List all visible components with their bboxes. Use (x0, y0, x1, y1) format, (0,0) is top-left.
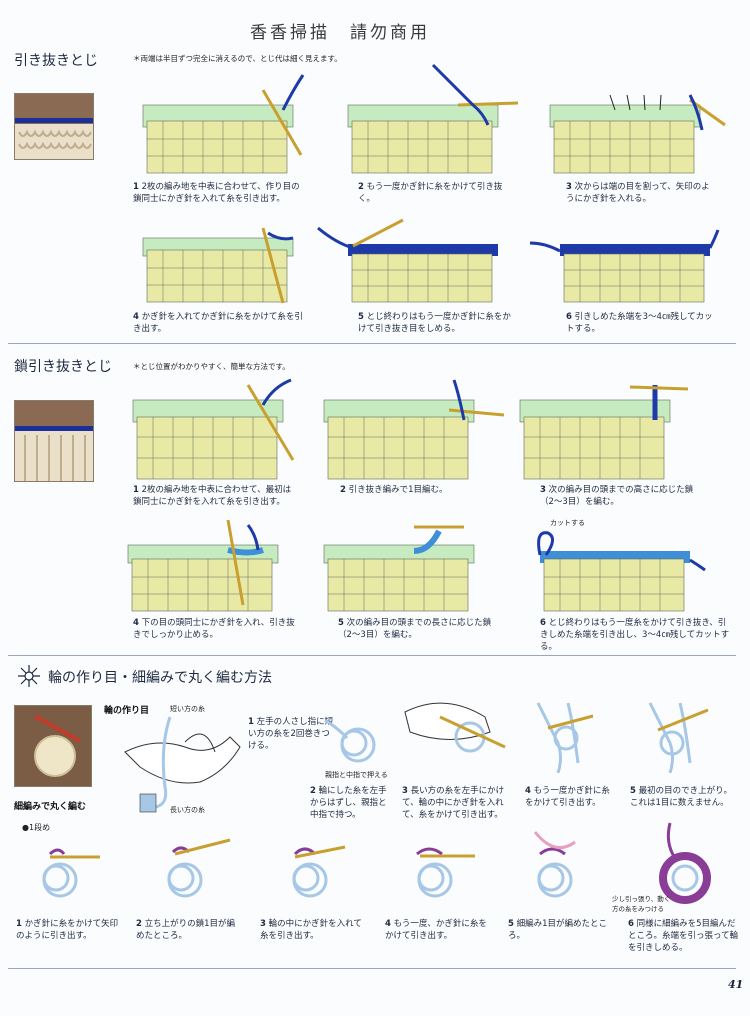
ring-step2-diagram (324, 718, 376, 763)
section2-step1-caption: 1 2枚の編み地を中表に合わせて、最初は鎖同士にかぎ針を入れて糸を引き出す。 (133, 485, 292, 507)
crochet-hook-icon (261, 227, 285, 304)
section2-step2-diagram (323, 379, 505, 480)
crochet-hook-icon (261, 89, 303, 156)
long-end-label: 長い方の糸 (170, 806, 205, 814)
section3-title: 輪の作り目・細編みで丸く編む方法 (48, 670, 272, 686)
section1-step6-diagram (529, 229, 720, 303)
pull-label: 少し引っ張り、動く方の糸をみつける (612, 895, 671, 913)
section2-step1-diagram (132, 378, 295, 480)
ring-heading: 輪の作り目 (104, 706, 150, 716)
crochet-hook-icon (448, 408, 505, 417)
ring-step2-caption: 2 輪にした糸を左手からはずし、親指と中指で持つ。 (310, 786, 387, 820)
section-divider (8, 655, 736, 656)
crochet-hook-icon (174, 838, 231, 856)
ring-step5-caption: 5 最初の目のでき上がり。これは1目に数えません。 (630, 786, 732, 808)
sc-step3-caption: 3 輪の中にかぎ針を入れて糸を引き出す。 (260, 919, 362, 941)
short-end-label: 短い方の糸 (170, 705, 205, 713)
sc-step1-caption: 1 かぎ針に糸をかけて矢印のように引き出す。 (16, 919, 119, 941)
crochet-hook-icon (657, 708, 709, 732)
sc-step4-caption: 4 もう一度、かぎ針に糸をかけて引き出す。 (385, 919, 487, 941)
page-number: 41 (728, 978, 744, 991)
sc-step4-diagram (416, 847, 475, 898)
section1-step3-caption: 3 次からは端の目を割って、矢印のようにかぎ針を入れる。 (566, 182, 710, 204)
sc-step1-diagram (42, 848, 100, 898)
crochet-hook-icon (547, 714, 594, 730)
crochet-hook-icon (246, 384, 295, 461)
fabric-swatch (142, 104, 294, 174)
sc-step5-diagram (533, 831, 576, 898)
crochet-hook-icon (294, 845, 346, 859)
section2-step3-caption: 3 次の編み目の頭までの高さに応じた鎖（2〜3目）を編む。 (540, 485, 694, 507)
ring-step1-diagram (124, 716, 241, 813)
ring-step4-caption: 4 もう一度かぎ針に糸をかけて引き出す。 (525, 786, 610, 808)
section1-step4-diagram (142, 227, 294, 304)
section1-step1-caption: 1 2枚の編み地を中表に合わせて、作り目の鎖同士にかぎ針を入れて糸を引き出す。 (133, 182, 300, 204)
sc-step6-diagram (659, 822, 711, 904)
snowflake-icon (18, 665, 40, 687)
section2-note: ＊とじ位置がわかりやすく、簡単な方法です。 (133, 362, 290, 371)
section-divider (8, 343, 736, 344)
crochet-hook-icon (226, 519, 245, 606)
crochet-hook-icon (352, 218, 404, 248)
crochet-circle-image (15, 706, 91, 786)
section1-step2-caption: 2 もう一度かぎ針に糸をかけて引き抜く。 (358, 182, 503, 204)
press-label: 親指と中指で押える (325, 771, 388, 779)
knit-sample-image (15, 94, 93, 159)
section1-step2-diagram (347, 63, 519, 174)
crochet-hook-icon (629, 385, 689, 391)
yarn-strand (281, 74, 305, 111)
section2-step4-diagram (127, 519, 279, 612)
section1-step6-caption: 6 引きしめた糸端を3〜4㎝残してカットする。 (566, 312, 713, 334)
section1-step1-diagram (142, 74, 305, 174)
sc-step3-diagram (292, 845, 346, 898)
section1-step4-caption: 4 かぎ針を入れてかぎ針に糸をかけて糸を引き出す。 (133, 312, 303, 334)
section-divider (8, 968, 736, 969)
section2-step2-caption: 2 引き抜き編みで1目編む。 (340, 485, 448, 495)
crochet-hook-icon (439, 715, 506, 749)
section2-step4-caption: 4 下の目の頭同士にかぎ針を入れ、引き抜きでしっかり止める。 (133, 618, 295, 640)
section2-photo (14, 400, 94, 482)
round-label: ●1段め (22, 823, 51, 832)
sc-step2-caption: 2 立ち上がりの鎖1目が編めたところ。 (136, 919, 236, 941)
ring-step1-caption: 1 左手の人さし指に短い方の糸を2回巻きつける。 (248, 717, 334, 751)
section1-step5-caption: 5 とじ終わりはもう一度かぎ針に糸をかけて引き抜き目をしめる。 (358, 312, 511, 334)
crochet-hook-icon (457, 101, 519, 107)
section1-step5-diagram (317, 218, 498, 303)
sc-step5-caption: 5 細編み1目が編めたところ。 (508, 919, 608, 941)
section1-photo (14, 93, 94, 160)
section2-step6-diagram (537, 531, 706, 612)
ring-step3-caption: 3 長い方の糸を左手にかけて、輪の中にかぎ針を入れて、糸をかけて引き出す。 (402, 786, 505, 820)
cut-label: カットする (550, 519, 585, 527)
section1-step3-diagram (549, 94, 726, 174)
section2-step5-caption: 5 次の編み目の頭までの長さに応じた鎖（2〜3目）を編む。 (338, 618, 492, 640)
sc-step6-caption: 6 同様に細編みを5目編んだところ。糸端を引っ張って輪を引きしめる。 (628, 919, 739, 953)
section2-step6-caption: 6 とじ終わりはもう一度糸をかけて引き抜き、引きしめた糸端を引き出し、3〜4㎝残… (540, 618, 730, 652)
sc-step2-diagram (167, 838, 231, 898)
section2-title: 鎖引き抜きとじ (14, 359, 112, 375)
watermark-text: 香香掃描 請勿商用 (250, 23, 430, 43)
section1-title: 引き抜きとじ (14, 53, 98, 69)
section2-step5-diagram (323, 525, 475, 612)
ring-step4-diagram (536, 702, 594, 773)
knit-sample-image (15, 401, 93, 481)
ring-step5-diagram (648, 702, 709, 773)
section2-step3-diagram (519, 385, 689, 480)
ring-step3-diagram (404, 702, 506, 753)
sc-heading: 細編みで丸く編む (14, 802, 87, 812)
section3-photo (14, 705, 92, 787)
section1-note: ＊両端は半目ずつ完全に消えるので、とじ代は細く見えます。 (133, 54, 342, 63)
direction-arrows (609, 94, 662, 111)
